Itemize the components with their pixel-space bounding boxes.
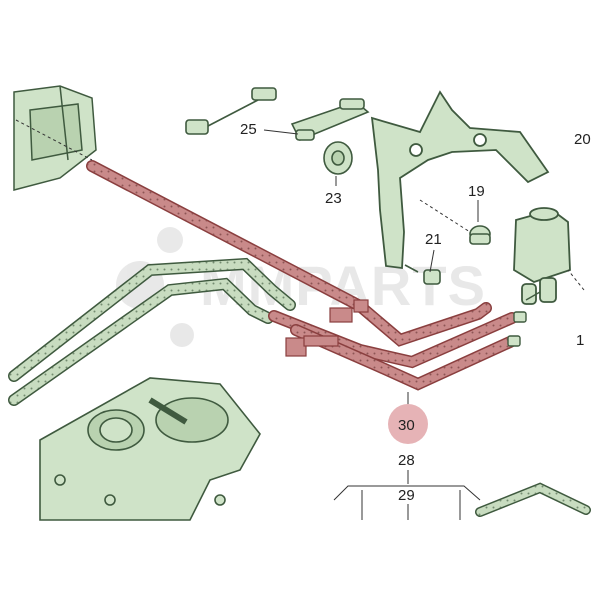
solenoid-valve: [513, 207, 571, 305]
label-23[interactable]: 23: [325, 190, 342, 207]
label-20[interactable]: 20: [574, 131, 591, 148]
label-25[interactable]: 25: [240, 121, 257, 138]
hose-clip: [185, 87, 277, 135]
vacuum-hoses: [86, 160, 518, 391]
highlight-marker: [388, 404, 428, 444]
lower-hose: [475, 482, 591, 517]
label-21[interactable]: 21: [425, 231, 442, 248]
green-hoses: [8, 257, 296, 406]
part-labels: 25 23 19 21 20 1 30 28 29: [240, 121, 591, 504]
label-30[interactable]: 30: [398, 417, 415, 434]
engine-cover: [39, 377, 261, 521]
leader-lines: [15, 119, 585, 520]
bracket: [290, 98, 370, 142]
label-28[interactable]: 28: [398, 452, 415, 469]
label-19[interactable]: 19: [468, 183, 485, 200]
bolt: [404, 264, 441, 285]
label-29[interactable]: 29: [398, 487, 415, 504]
solenoid-bracket: [370, 90, 550, 270]
label-1[interactable]: 1: [576, 332, 584, 349]
cap: [469, 225, 491, 245]
valve-connectors: [507, 291, 541, 347]
air-filter-housing: [13, 85, 97, 191]
bushing: [323, 141, 353, 175]
hose-holder: [285, 299, 369, 357]
